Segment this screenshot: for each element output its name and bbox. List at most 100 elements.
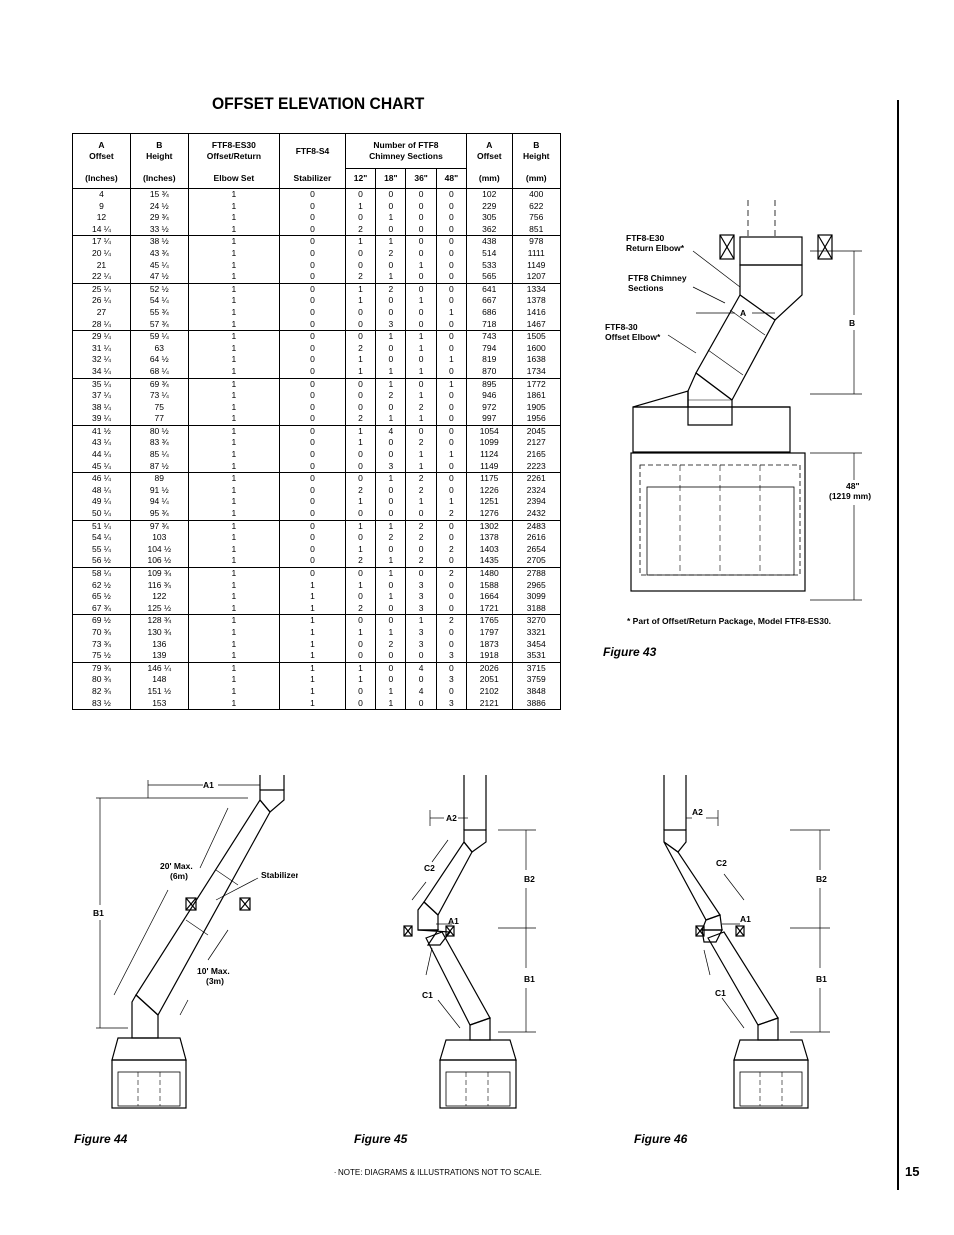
table-cell: 0 xyxy=(405,282,437,296)
table-cell: 0 xyxy=(344,532,377,544)
table-cell: 1 xyxy=(279,650,346,663)
table-cell: 0 xyxy=(375,200,407,213)
table-cell: 15 ¾ xyxy=(129,188,189,201)
table-cell: 106 ½ xyxy=(129,555,189,568)
table-cell: 0 xyxy=(375,342,407,355)
table-cell: 0 xyxy=(279,271,346,284)
table-cell: 0 xyxy=(279,295,346,307)
table-cell: 1 xyxy=(279,638,346,651)
table-cell: 1 xyxy=(279,614,346,627)
table-cell: 44 ¼ xyxy=(72,449,131,461)
dim-a-label: A xyxy=(740,308,746,318)
table-cell: 2 xyxy=(344,223,377,236)
table-cell: 0 xyxy=(279,259,346,272)
footer-dot: . xyxy=(334,1166,337,1175)
table-cell: 3321 xyxy=(511,626,562,639)
table-cell: 45 ¼ xyxy=(129,259,189,272)
table-cell: 34 ¼ xyxy=(72,365,131,378)
table-cell: 43 ¾ xyxy=(129,247,189,260)
figure-46-caption: Figure 46 xyxy=(634,1132,688,1146)
table-cell: 2 xyxy=(375,282,407,296)
table-cell: 0 xyxy=(405,223,437,236)
col-s4-header: FTF8-S4 xyxy=(279,133,346,169)
table-cell: 400 xyxy=(511,188,562,201)
label-sections: Sections xyxy=(628,283,664,293)
table-cell: 0 xyxy=(435,212,468,224)
table-cell: 24 ½ xyxy=(129,200,189,213)
table-cell: 48 ¼ xyxy=(72,484,131,497)
table-cell: 54 ¼ xyxy=(72,532,131,544)
table-cell: 622 xyxy=(511,200,562,213)
table-cell: 37 ¼ xyxy=(72,390,131,402)
table-cell: 0 xyxy=(405,354,437,366)
figure-45-caption: Figure 45 xyxy=(354,1132,408,1146)
table-cell: 972 xyxy=(466,401,513,414)
subheader-cell: Stabilizer xyxy=(279,168,346,189)
table-cell: 1 xyxy=(187,508,281,521)
table-cell: 0 xyxy=(435,259,468,272)
table-cell: 2394 xyxy=(511,496,562,509)
table-cell: 3270 xyxy=(511,614,562,627)
table-cell: 1 xyxy=(187,223,281,236)
table-cell: 4 xyxy=(405,685,437,698)
table-cell: 3759 xyxy=(511,674,562,686)
table-cell: 0 xyxy=(344,638,377,651)
table-cell: 0 xyxy=(279,390,346,402)
table-cell: 1334 xyxy=(511,282,562,296)
table-cell: 26 ¼ xyxy=(72,295,131,307)
table-cell: 1207 xyxy=(511,271,562,284)
table-cell: 0 xyxy=(375,306,407,319)
figure-43-caption: Figure 43 xyxy=(603,645,657,659)
table-cell: 1 xyxy=(187,661,281,675)
table-cell: 0 xyxy=(375,188,407,201)
table-cell: 57 ¾ xyxy=(129,318,189,331)
table-cell: 1 xyxy=(405,342,437,355)
table-cell: 82 ¾ xyxy=(72,685,131,698)
table-cell: 0 xyxy=(435,661,468,675)
table-cell: 1 xyxy=(187,437,281,450)
table-cell: 0 xyxy=(405,377,437,391)
table-cell: 46 ¼ xyxy=(72,472,131,485)
table-cell: 95 ¾ xyxy=(129,508,189,521)
footer-note: NOTE: DIAGRAMS & ILLUSTRATIONS NOT TO SC… xyxy=(338,1168,542,1177)
table-cell: 0 xyxy=(344,685,377,698)
table-cell: 0 xyxy=(375,614,407,627)
table-cell: 1 xyxy=(375,235,407,248)
label-ftf8-e30: FTF8-E30 xyxy=(626,233,665,243)
table-cell: 1 xyxy=(187,449,281,461)
table-cell: 2 xyxy=(405,401,437,414)
table-cell: 1 xyxy=(435,306,468,319)
table-cell: 0 xyxy=(279,200,346,213)
fig44-b1-label: B1 xyxy=(93,908,104,918)
subheader-cell: 18" xyxy=(375,168,407,189)
table-cell: 895 xyxy=(466,377,513,391)
table-cell: 0 xyxy=(375,223,407,236)
table-cell: 1 xyxy=(375,566,407,580)
fig46-b2-label: B2 xyxy=(816,874,827,884)
table-cell: 2432 xyxy=(511,508,562,521)
table-cell: 55 ¾ xyxy=(129,306,189,319)
table-cell: 0 xyxy=(435,532,468,544)
table-cell: 67 ¾ xyxy=(72,602,131,615)
table-cell: 0 xyxy=(279,401,346,414)
table-cell: 870 xyxy=(466,365,513,378)
table-cell: 3 xyxy=(435,697,468,710)
table-cell: 1 xyxy=(375,626,407,639)
table-cell: 1 xyxy=(279,661,346,675)
table-cell: 1 xyxy=(187,496,281,509)
table-cell: 0 xyxy=(435,472,468,485)
table-cell: 0 xyxy=(405,674,437,686)
table-cell: 2 xyxy=(344,342,377,355)
table-cell: 1 xyxy=(405,460,437,473)
table-cell: 819 xyxy=(466,354,513,366)
fig44-a1-label: A1 xyxy=(203,780,214,790)
